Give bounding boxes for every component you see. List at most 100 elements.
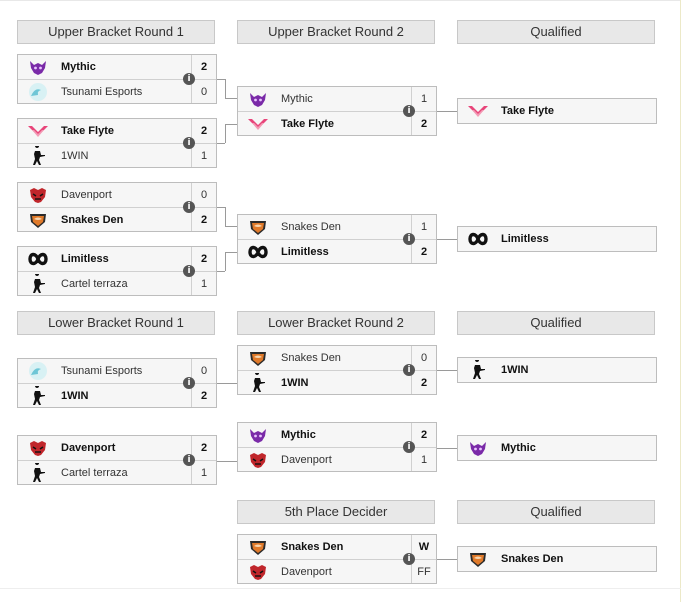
- team-name: 1WIN: [501, 364, 529, 376]
- team-name: Tsunami Esports: [61, 365, 143, 377]
- snakes-den-logo-icon: [247, 348, 269, 368]
- team-slot[interactable]: Snakes Den W: [238, 535, 436, 559]
- mythic-logo-icon: [247, 89, 269, 109]
- tsunami-logo-icon: [27, 361, 49, 381]
- match-info-icon[interactable]: i: [403, 553, 415, 565]
- match-ubr2-1[interactable]: Mythic 1 Take Flyte 2: [237, 86, 437, 136]
- team-score: 2: [411, 423, 436, 447]
- team-slot[interactable]: Mythic 2: [18, 55, 216, 79]
- davenport-logo-icon: [27, 438, 49, 458]
- match-info-icon[interactable]: i: [183, 201, 195, 213]
- mythic-logo-icon: [247, 425, 269, 445]
- header-qualified-lower: Qualified: [457, 311, 655, 335]
- team-slot[interactable]: Cartel terraza 1: [18, 460, 216, 484]
- match-info-icon[interactable]: i: [183, 137, 195, 149]
- team-name: 1WIN: [61, 389, 89, 402]
- team-slot[interactable]: Mythic 1: [238, 87, 436, 111]
- match-info-icon[interactable]: i: [403, 364, 415, 376]
- team-name: Snakes Den: [61, 213, 124, 226]
- match-info-icon[interactable]: i: [183, 265, 195, 277]
- team-name: Take Flyte: [281, 117, 334, 130]
- team-score: 1: [191, 272, 216, 295]
- team-slot[interactable]: Snakes Den 0: [238, 346, 436, 370]
- header-qualified-upper: Qualified: [457, 20, 655, 44]
- team-slot[interactable]: Tsunami Esports 0: [18, 359, 216, 383]
- connector-line: [436, 239, 457, 240]
- qualified-slot-mythic[interactable]: Mythic: [457, 435, 657, 461]
- team-name: Snakes Den: [281, 221, 341, 233]
- header-5th-place-decider: 5th Place Decider: [237, 500, 435, 524]
- davenport-logo-icon: [247, 450, 269, 470]
- counter-strike-player-icon: [27, 385, 49, 406]
- team-name: Snakes Den: [281, 541, 344, 553]
- team-score: 2: [411, 371, 436, 394]
- team-name: Cartel terraza: [61, 277, 128, 290]
- team-slot[interactable]: Davenport 1: [238, 447, 436, 471]
- team-name: Davenport: [281, 565, 332, 578]
- connector-line: [225, 383, 237, 384]
- match-info-icon[interactable]: i: [403, 105, 415, 117]
- counter-strike-player-icon: [27, 273, 49, 294]
- snakes-den-logo-icon: [467, 549, 489, 569]
- team-name: Take Flyte: [501, 105, 554, 117]
- team-score: 0: [191, 80, 216, 103]
- davenport-logo-icon: [27, 185, 49, 205]
- take-flyte-logo-icon: [27, 121, 49, 141]
- connector-line: [225, 79, 226, 98]
- team-name: Mythic: [501, 442, 536, 454]
- team-slot[interactable]: Limitless 2: [238, 239, 436, 263]
- team-score: W: [411, 535, 436, 559]
- qualified-slot-1win[interactable]: 1WIN: [457, 357, 657, 383]
- team-score: 2: [411, 112, 436, 135]
- team-slot[interactable]: Mythic 2: [238, 423, 436, 447]
- team-score: 1: [411, 215, 436, 239]
- team-slot[interactable]: Cartel terraza 1: [18, 271, 216, 295]
- snakes-den-logo-icon: [247, 537, 269, 557]
- connector-line: [225, 98, 237, 99]
- snakes-den-logo-icon: [27, 210, 49, 230]
- team-score: 1: [191, 461, 216, 484]
- team-slot[interactable]: Davenport 0: [18, 183, 216, 207]
- team-slot[interactable]: Snakes Den 2: [18, 207, 216, 231]
- limitless-logo-icon: [247, 242, 269, 262]
- team-score: 2: [191, 247, 216, 271]
- snakes-den-logo-icon: [247, 217, 269, 237]
- match-info-icon[interactable]: i: [183, 73, 195, 85]
- connector-line: [436, 559, 457, 560]
- team-slot[interactable]: 1WIN 1: [18, 143, 216, 167]
- team-score: 2: [191, 55, 216, 79]
- match-info-icon[interactable]: i: [183, 454, 195, 466]
- team-name: Take Flyte: [61, 125, 114, 137]
- team-name: Mythic: [281, 429, 316, 441]
- match-info-icon[interactable]: i: [183, 377, 195, 389]
- qualified-slot-take-flyte[interactable]: Take Flyte: [457, 98, 657, 124]
- team-slot[interactable]: 1WIN 2: [238, 370, 436, 394]
- match-info-icon[interactable]: i: [403, 441, 415, 453]
- team-slot[interactable]: Limitless 2: [18, 247, 216, 271]
- mythic-logo-icon: [467, 438, 489, 458]
- team-slot[interactable]: Take Flyte 2: [18, 119, 216, 143]
- tsunami-logo-icon: [27, 82, 49, 102]
- team-slot[interactable]: Take Flyte 2: [238, 111, 436, 135]
- counter-strike-player-icon: [27, 462, 49, 483]
- team-name: Davenport: [61, 189, 112, 201]
- team-slot[interactable]: Tsunami Esports 0: [18, 79, 216, 103]
- team-name: Snakes Den: [281, 352, 341, 364]
- team-slot[interactable]: Snakes Den 1: [238, 215, 436, 239]
- take-flyte-logo-icon: [247, 114, 269, 134]
- team-name: 1WIN: [281, 376, 309, 389]
- match-info-icon[interactable]: i: [403, 233, 415, 245]
- connector-line: [436, 370, 457, 371]
- team-slot[interactable]: Davenport 2: [18, 436, 216, 460]
- team-score: 1: [191, 144, 216, 167]
- team-slot[interactable]: 1WIN 2: [18, 383, 216, 407]
- team-score: 0: [411, 346, 436, 370]
- take-flyte-logo-icon: [467, 101, 489, 121]
- counter-strike-player-icon: [467, 360, 489, 380]
- team-slot[interactable]: Davenport FF: [238, 559, 436, 583]
- team-name: Davenport: [281, 453, 332, 466]
- qualified-slot-limitless[interactable]: Limitless: [457, 226, 657, 252]
- team-name: Davenport: [61, 442, 116, 454]
- qualified-slot-snakes-den[interactable]: Snakes Den: [457, 546, 657, 572]
- connector-line: [225, 124, 226, 143]
